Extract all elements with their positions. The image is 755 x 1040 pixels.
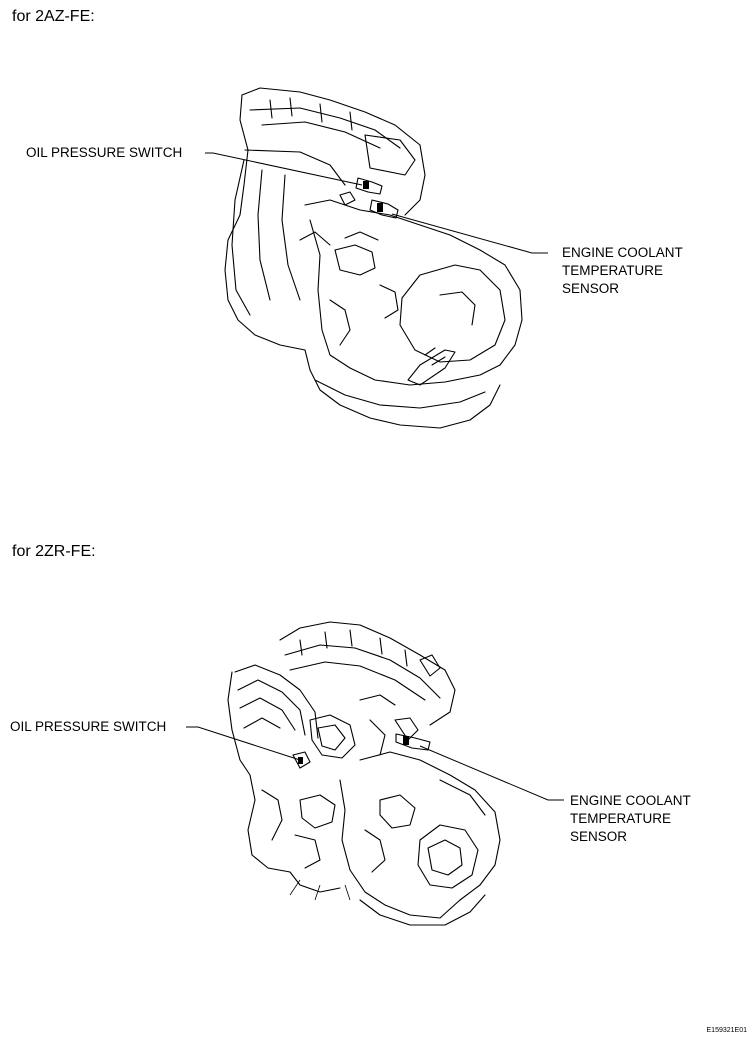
coolant-label-line-3: SENSOR — [562, 281, 620, 296]
coolant-label-line-1: ENGINE COOLANT — [570, 793, 691, 808]
coolant-label-line-3: SENSOR — [570, 829, 628, 844]
heading-2az-fe: for 2AZ-FE: — [12, 8, 95, 25]
engine-coolant-temp-sensor-label-2az: ENGINE COOLANT TEMPERATURE SENSOR — [562, 244, 683, 298]
coolant-label-line-2: TEMPERATURE — [562, 263, 664, 278]
engine-2az-fe-illustration — [205, 87, 548, 429]
heading-2zr-fe: for 2ZR-FE: — [12, 543, 96, 560]
figure-code: E159321E01 — [706, 1027, 747, 1034]
coolant-label-line-1: ENGINE COOLANT — [562, 245, 683, 260]
oil-pressure-switch-label-2az: OIL PRESSURE SWITCH — [26, 145, 183, 160]
oil-pressure-switch-label-2zr: OIL PRESSURE SWITCH — [10, 719, 167, 734]
engine-coolant-temp-sensor-label-2zr: ENGINE COOLANT TEMPERATURE SENSOR — [570, 792, 691, 846]
coolant-label-line-2: TEMPERATURE — [570, 811, 672, 826]
